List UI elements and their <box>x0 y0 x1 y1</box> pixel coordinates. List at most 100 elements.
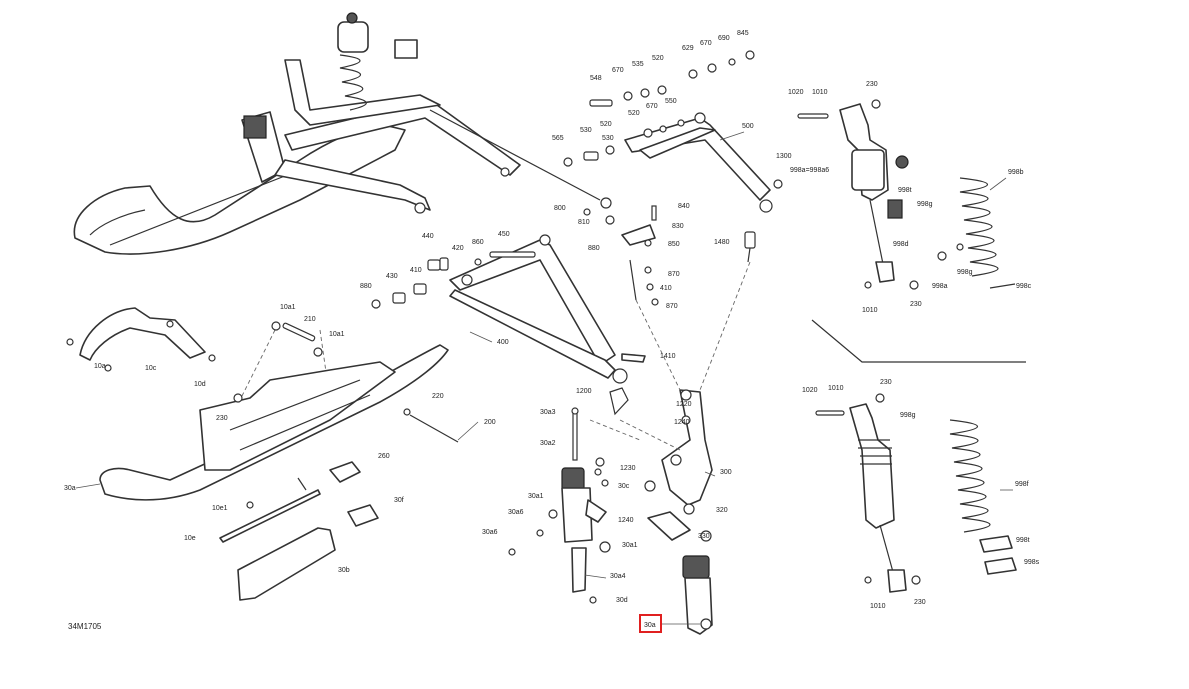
callout: 800 <box>554 205 566 212</box>
callout: 1010 <box>812 89 828 96</box>
callout: 830 <box>672 223 684 230</box>
callout: 870 <box>666 303 678 310</box>
callout: 998a=998a6 <box>790 167 829 174</box>
callout: 1300 <box>776 153 792 160</box>
callout: 230 <box>866 81 878 88</box>
callout: 520 <box>600 121 612 128</box>
callout: 10a1 <box>329 331 345 338</box>
assembled-shock <box>337 12 418 111</box>
callout: 1010 <box>870 603 886 610</box>
callout: 1200 <box>576 388 592 395</box>
callout: 670 <box>612 67 624 74</box>
callout: 998s <box>1024 559 1040 566</box>
callout: 998g <box>917 201 933 208</box>
callout: 880 <box>588 245 600 252</box>
callout: 1410 <box>660 353 676 360</box>
callout: 440 <box>422 233 434 240</box>
callout: 30b <box>338 567 350 574</box>
callout: 10d <box>194 381 206 388</box>
callout: 670 <box>700 40 712 47</box>
callout: 410 <box>660 285 672 292</box>
callout: 1010 <box>862 307 878 314</box>
callout: 200 <box>484 419 496 426</box>
callout: 998f <box>1015 481 1029 488</box>
assembled-ski-suspension <box>73 12 612 255</box>
callout: 410 <box>410 267 422 274</box>
callout: 10a1 <box>280 304 296 311</box>
ski-exploded <box>66 307 459 601</box>
callout-labels: 845 690 670 629 520 535 670 548 530 520 … <box>64 30 1040 610</box>
callout: 1240 <box>618 517 634 524</box>
callout: 1020 <box>802 387 818 394</box>
callout: 860 <box>472 239 484 246</box>
callout: 30a2 <box>540 440 556 447</box>
leader-lines <box>75 131 1013 625</box>
callout: 520 <box>652 55 664 62</box>
callout: 548 <box>590 75 602 82</box>
callout: 998b <box>1008 169 1024 176</box>
callout: 220 <box>432 393 444 400</box>
callout: 629 <box>682 45 694 52</box>
lower-a-arm-exploded <box>371 234 646 416</box>
callout: 260 <box>378 453 390 460</box>
callout: 230 <box>216 415 228 422</box>
callout: 230 <box>914 599 926 606</box>
callout: 500 <box>742 123 754 130</box>
callout: 870 <box>668 271 680 278</box>
callout: 10e1 <box>212 505 228 512</box>
callout: 300 <box>720 469 732 476</box>
callout: 430 <box>386 273 398 280</box>
callout: 30a1 <box>528 493 544 500</box>
callout: 998t <box>898 187 912 194</box>
shock-bottom <box>815 393 1017 593</box>
callout: 30c <box>618 483 630 490</box>
callout: 420 <box>452 245 464 252</box>
shock-top <box>797 99 1016 290</box>
callout: 30a6 <box>482 529 498 536</box>
callout: 550 <box>665 98 677 105</box>
callout: 670 <box>646 103 658 110</box>
spindle-assembly <box>508 389 713 635</box>
callout: 30d <box>616 597 628 604</box>
callout: 30a6 <box>508 509 524 516</box>
callout: 450 <box>498 231 510 238</box>
callout: 530 <box>602 135 614 142</box>
callout: 10e <box>184 535 196 542</box>
callout: 1480 <box>714 239 730 246</box>
callout: 690 <box>718 35 730 42</box>
callout: 880 <box>360 283 372 290</box>
callout: 30a3 <box>540 409 556 416</box>
callout: 30a4 <box>610 573 626 580</box>
callout: 210 <box>304 316 316 323</box>
callout: 230 <box>880 379 892 386</box>
highlighted-callout-label: 30a <box>644 622 656 629</box>
callout: 850 <box>668 241 680 248</box>
callout: 565 <box>552 135 564 142</box>
callout: 530 <box>580 127 592 134</box>
callout: 30a1 <box>622 542 638 549</box>
highlighted-callout[interactable]: 30a <box>639 614 662 633</box>
callout: 30f <box>394 497 404 504</box>
callout: 998t <box>1016 537 1030 544</box>
callout: 330 <box>698 533 710 540</box>
callout: 30a <box>64 485 76 492</box>
callout: 1230 <box>620 465 636 472</box>
callout: 10a <box>94 363 106 370</box>
callout: 810 <box>578 219 590 226</box>
callout: 998c <box>1016 283 1032 290</box>
callout: 400 <box>497 339 509 346</box>
highlight-box <box>639 614 662 633</box>
callout: 998a <box>932 283 948 290</box>
callout: 230 <box>910 301 922 308</box>
callout: 998g <box>900 412 916 419</box>
drawing-code: 34M1705 <box>68 622 102 631</box>
callout: 998d <box>893 241 909 248</box>
callout: 520 <box>628 110 640 117</box>
callout: 1010 <box>828 385 844 392</box>
callout: 1240 <box>674 419 690 426</box>
divider-line <box>811 319 1026 363</box>
callout: 998g <box>957 269 973 276</box>
callout: 320 <box>716 507 728 514</box>
callout: 1020 <box>788 89 804 96</box>
